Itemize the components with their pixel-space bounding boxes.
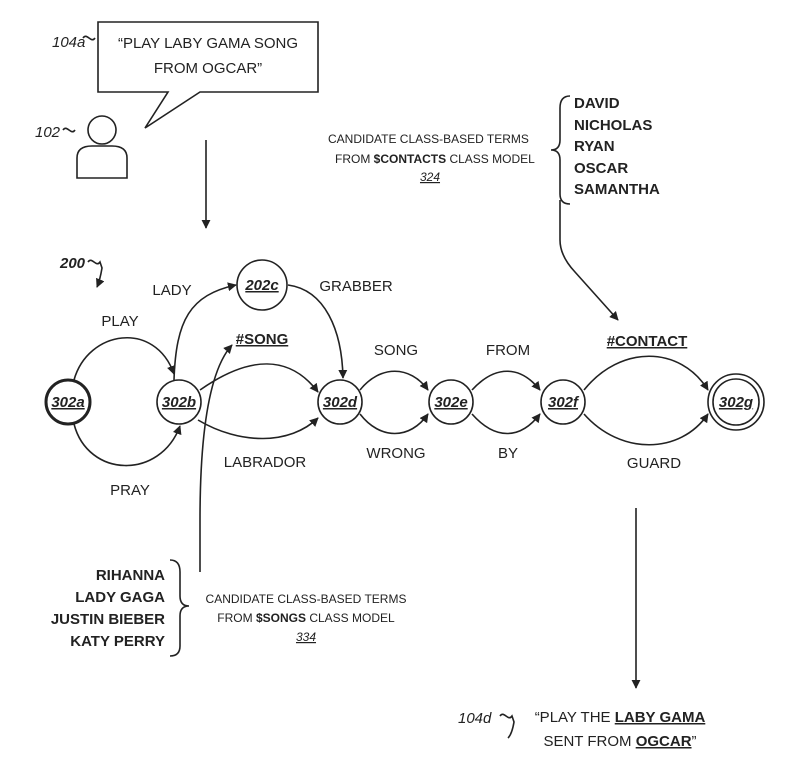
contacts-caption-line-1: CANDIDATE CLASS-BASED TERMS <box>328 132 529 146</box>
svg-text:302f: 302f <box>548 394 580 411</box>
songs-brace <box>169 559 190 657</box>
node-302a: 302a <box>44 378 92 426</box>
contacts-arrow <box>559 200 619 321</box>
song-name: RIHANNA <box>96 567 165 584</box>
ref-324: 324 <box>420 170 440 184</box>
edge-by <box>471 413 541 435</box>
contact-name: OSCAR <box>574 160 628 177</box>
leader-104d <box>499 713 515 739</box>
contacts-list: DAVID NICHOLAS RYAN OSCAR SAMANTHA <box>574 95 660 198</box>
output-line-2: SENT FROM OGCAR” <box>543 733 696 750</box>
ref-334: 334 <box>296 630 316 644</box>
node-302f: 302f <box>540 379 586 425</box>
edge-labrador <box>197 417 319 440</box>
edge-label-from: FROM <box>486 342 530 359</box>
user-icon <box>76 115 128 179</box>
edge-label-pray: PRAY <box>110 482 150 499</box>
node-302b: 302b <box>156 379 202 425</box>
ref-200: 200 <box>59 255 86 272</box>
songs-caption-line-1: CANDIDATE CLASS-BASED TERMS <box>206 592 407 606</box>
ref-104d: 104d <box>458 710 492 727</box>
edge-lady <box>173 282 237 381</box>
songs-list: RIHANNA LADY GAGA JUSTIN BIEBER KATY PER… <box>51 567 165 650</box>
edge-label-guard: GUARD <box>627 455 681 472</box>
edge-wrong <box>359 413 429 435</box>
songs-caption-line-2: FROM $SONGS CLASS MODEL <box>217 611 395 625</box>
edge-grabber <box>287 284 348 379</box>
contacts-brace <box>550 95 571 205</box>
edge-play <box>73 337 176 381</box>
svg-text:302b: 302b <box>162 394 196 411</box>
utterance-line-1: “PLAY LABY GAMA SONG <box>118 35 298 52</box>
contact-name: SAMANTHA <box>574 181 660 198</box>
svg-text:302a: 302a <box>51 394 84 411</box>
ref-104a: 104a <box>52 34 85 51</box>
song-name: KATY PERRY <box>70 633 165 650</box>
edge-label-contact-class: #CONTACT <box>607 333 688 350</box>
edge-label-wrong: WRONG <box>366 445 425 462</box>
edge-from <box>471 370 541 391</box>
edge-guard <box>583 413 709 446</box>
song-name: JUSTIN BIEBER <box>51 611 165 628</box>
songs-arrow <box>199 344 233 572</box>
contacts-caption-line-2: FROM $CONTACTS CLASS MODEL <box>335 152 535 166</box>
edge-contact-class <box>583 355 709 391</box>
svg-text:302d: 302d <box>323 394 358 411</box>
edge-pray <box>73 423 182 467</box>
ref-102: 102 <box>35 124 61 141</box>
contact-name: RYAN <box>574 138 615 155</box>
edge-song-class <box>199 363 319 393</box>
edge-label-by: BY <box>498 445 518 462</box>
song-name: LADY GAGA <box>75 589 165 606</box>
output-line-1: “PLAY THE LABY GAMA <box>535 709 706 726</box>
edge-label-song: SONG <box>374 342 418 359</box>
leader-200 <box>87 259 105 288</box>
edge-label-grabber: GRABBER <box>319 278 393 295</box>
node-302d: 302d <box>317 379 363 425</box>
node-302e: 302e <box>428 379 474 425</box>
leader-102 <box>62 127 76 133</box>
node-302g: 302g <box>707 373 765 431</box>
edge-label-lady: LADY <box>152 282 191 299</box>
svg-text:302g: 302g <box>719 394 753 411</box>
contact-name: DAVID <box>574 95 620 112</box>
speech-bubble <box>97 21 319 129</box>
edge-label-play: PLAY <box>101 313 138 330</box>
utterance-line-2: FROM OGCAR” <box>154 60 262 77</box>
svg-text:202c: 202c <box>244 277 279 294</box>
edge-label-song-class: #SONG <box>236 331 289 348</box>
node-202c: 202c <box>236 259 288 311</box>
leader-104a <box>82 35 96 41</box>
contact-name: NICHOLAS <box>574 117 652 134</box>
edge-label-labrador: LABRADOR <box>224 454 307 471</box>
edge-song <box>359 370 429 391</box>
svg-text:302e: 302e <box>434 394 467 411</box>
